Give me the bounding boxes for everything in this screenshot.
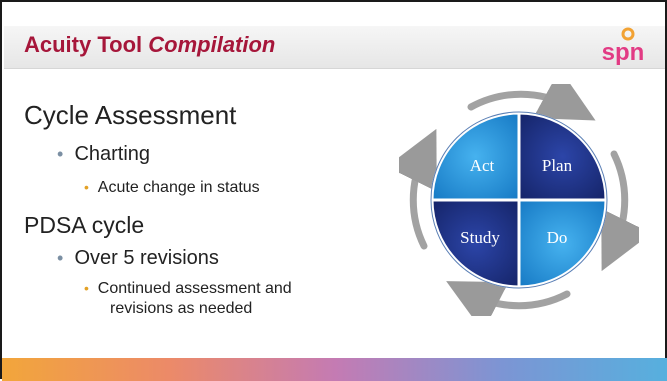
bullet-acute-change: • Acute change in status xyxy=(84,179,260,197)
quadrant-act xyxy=(430,111,521,202)
bullet-over-5-revisions-text: Over 5 revisions xyxy=(74,247,219,269)
slide-title: Acuity Tool Compilation xyxy=(24,32,275,58)
spn-logo: spn xyxy=(602,27,645,66)
bullet-charting: • Charting xyxy=(57,143,150,166)
bullet-dot: • xyxy=(57,248,64,268)
bottom-gradient-bar xyxy=(2,358,667,381)
label-act: Act xyxy=(470,156,495,175)
arrow-bottom xyxy=(446,281,571,316)
bullet-acute-change-text: Acute change in status xyxy=(97,179,260,196)
bullet-continued-assessment-line2: revisions as needed xyxy=(110,300,253,317)
bullet-dot-gold: • xyxy=(84,280,89,296)
bullet-cycle-assessment: Cycle Assessment xyxy=(24,100,237,130)
quadrant-study xyxy=(430,198,521,289)
bullet-dot: • xyxy=(57,144,64,164)
arrow-left xyxy=(399,128,437,250)
bullet-over-5-revisions: • Over 5 revisions xyxy=(57,247,219,270)
title-italic: Compilation xyxy=(148,32,276,57)
label-plan: Plan xyxy=(542,156,573,175)
label-do: Do xyxy=(547,228,568,247)
label-study: Study xyxy=(460,228,500,247)
bullet-continued-assessment-line1: Continued assessment and xyxy=(97,280,292,297)
bullet-dot-gold: • xyxy=(84,179,89,195)
pdsa-cycle-diagram: Act Plan Study Do xyxy=(399,84,639,316)
quadrant-plan xyxy=(517,111,608,202)
bullet-continued-assessment: • Continued assessment and xyxy=(84,280,292,298)
quadrant-do xyxy=(517,198,608,289)
cycle-arrows xyxy=(399,84,639,316)
title-regular: Acuity Tool xyxy=(24,32,149,57)
arrow-right xyxy=(601,150,639,272)
logo-text: spn xyxy=(602,39,645,66)
bullet-charting-text: Charting xyxy=(74,143,151,165)
arrow-top xyxy=(467,84,596,121)
pdsa-quadrants xyxy=(430,111,608,289)
title-bar xyxy=(4,26,665,69)
bullet-pdsa-cycle: PDSA cycle xyxy=(24,212,145,238)
